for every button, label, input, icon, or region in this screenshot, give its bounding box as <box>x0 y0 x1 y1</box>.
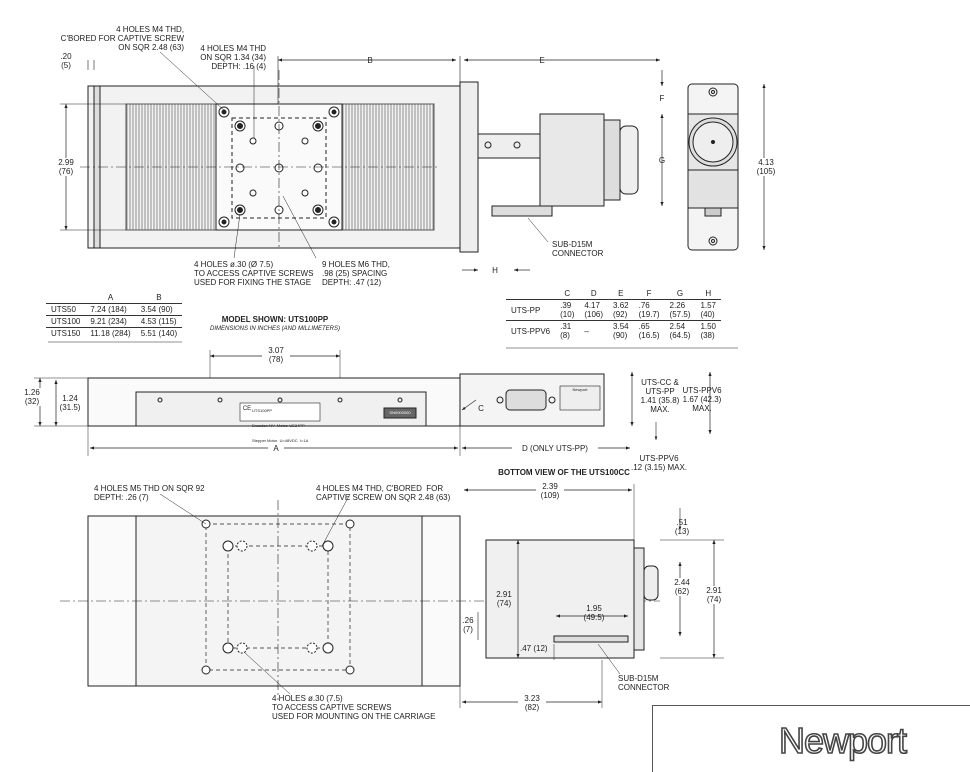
note-captive-top: 4 HOLES ø.30 (Ø 7.5) TO ACCESS CAPTIVE S… <box>194 260 314 287</box>
serial-label: SN0000000 <box>389 410 411 415</box>
dim-e-label: E <box>539 56 545 65</box>
dim-b-label: B <box>367 56 373 65</box>
side-view <box>34 350 712 456</box>
dim-126: 1.26 (32) <box>20 388 44 406</box>
dim-g-label: G <box>658 156 666 165</box>
newport-small-label: Newport <box>572 387 588 392</box>
dim-244: 2.44 (62) <box>670 578 694 596</box>
dim-307: 3.07 (78) <box>262 346 290 364</box>
ce-mark: CE <box>242 406 252 412</box>
bottom-view-title: BOTTOM VIEW OF THE UTS100CC <box>498 468 630 477</box>
note-m4-cbored: 4 HOLES M4 THD, C'BORED FOR CAPTIVE SCRE… <box>60 25 184 52</box>
dim-413: 4.13 (105) <box>752 158 780 176</box>
end-view <box>687 83 739 251</box>
note-m6: 9 HOLES M6 THD, .98 (25) SPACING DEPTH: … <box>322 260 390 287</box>
note-uts-cc-pp: UTS-CC & UTS-PP 1.41 (35.8) MAX. <box>640 378 680 414</box>
dim-291a: 2.91 (74) <box>496 590 512 608</box>
note-subd-bottom: SUB-D15M CONNECTOR <box>618 674 670 692</box>
dim-239: 2.39 (109) <box>536 482 564 500</box>
note-m5: 4 HOLES M5 THD ON SQR 92 DEPTH: .26 (7) <box>94 484 205 502</box>
note-m4-sqr: 4 HOLES M4 THD ON SQR 1.34 (34) DEPTH: .… <box>200 44 266 71</box>
note-uts-ppv6: UTS-PPV6 1.67 (42.3) MAX. <box>682 386 722 413</box>
note-uts-ppv6-small: UTS-PPV6 .12 (3.15) MAX. <box>630 454 688 472</box>
newport-logo: Newport <box>652 705 970 772</box>
dim-h-label: H <box>492 266 498 275</box>
bottom-view <box>60 484 724 708</box>
dim-c-label: C <box>478 404 484 413</box>
model-subtitle: DIMENSIONS IN INCHES (AND MILLIMETERS) <box>209 326 340 332</box>
model-title: MODEL SHOWN: UTS100PP <box>221 315 329 324</box>
dim-124: 1.24 (31.5) <box>59 394 81 412</box>
table-row: UTS-PP.39 (10)4.17 (106)3.62 (92).76 (19… <box>506 299 722 321</box>
table-row: UTS-PPV6.31 (8)–3.54 (90).65 (16.5)2.54 … <box>506 320 722 341</box>
dim-291b: 2.91 (74) <box>702 586 726 604</box>
product-label: UTS100PP Encoder: NV Motor: UE34PP Stepp… <box>252 408 309 443</box>
dim-051: .51 (13) <box>674 518 690 536</box>
logo-text: Newport <box>778 719 908 762</box>
note-captive-bottom: 4 HOLES ø.30 (7.5) TO ACCESS CAPTIVE SCR… <box>272 694 436 721</box>
note-m4-bottom: 4 HOLES M4 THD, C'BORED FOR CAPTIVE SCRE… <box>316 484 451 502</box>
note-subd-top: SUB-D15M CONNECTOR <box>552 240 604 258</box>
dim-a-label: A <box>268 444 284 453</box>
dim-323: 3.23 (82) <box>518 694 546 712</box>
dim-299: 2.99 (76) <box>52 158 80 176</box>
dim-d-label: D (ONLY UTS-PP) <box>512 444 598 453</box>
dim-026: .26 (7) <box>462 616 474 634</box>
top-view <box>60 51 766 272</box>
dim-195: 1.95 (49.5) <box>583 604 605 622</box>
dim-f-label: F <box>659 94 665 103</box>
dim-047: .47 (12) <box>520 644 548 653</box>
dim-020: .20 (5) <box>60 52 72 70</box>
